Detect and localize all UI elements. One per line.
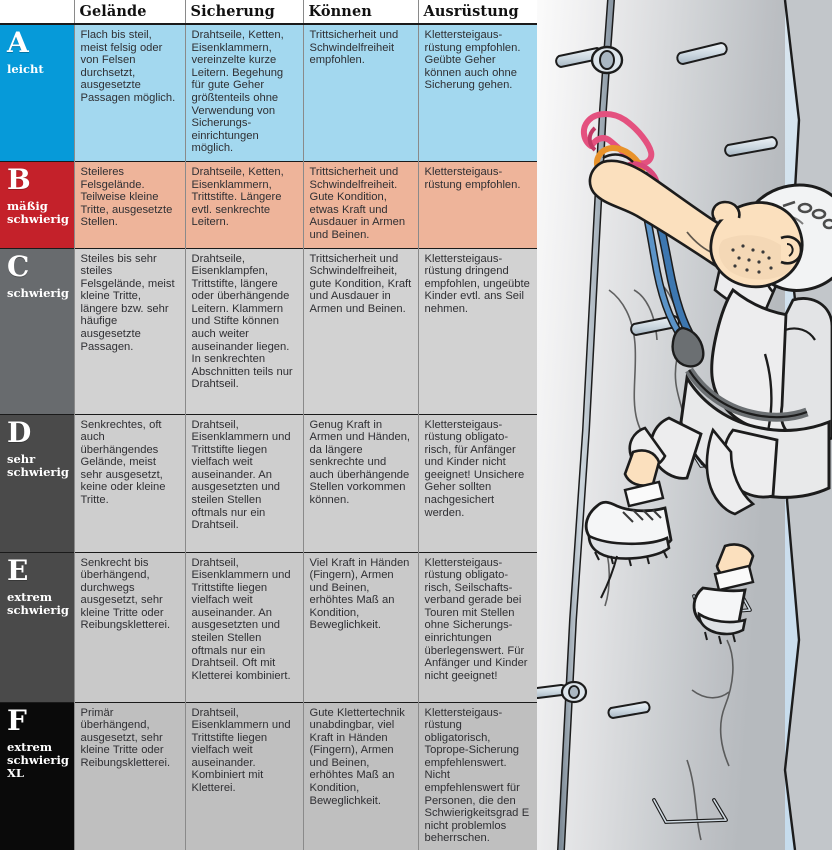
table-header-row: Gelände Sicherung Können Ausrüstung <box>0 0 537 25</box>
via-ferrata-climber-illustration <box>537 0 832 850</box>
boot-sole <box>697 611 747 636</box>
grade-letter: F <box>7 703 27 737</box>
iron-rung <box>724 135 778 158</box>
difficulty-table-panel: Gelände Sicherung Können Ausrüstung A le… <box>0 0 537 850</box>
equipment-cell: Klettersteigaus-rüstung obligatorisch, T… <box>417 701 537 850</box>
grade-letter: E <box>7 553 29 587</box>
beard <box>718 235 791 280</box>
grade-description: leicht <box>7 62 44 76</box>
ability-cell: Genug Kraft in Armen und Händen, da läng… <box>302 413 418 552</box>
grade-letter: B <box>7 162 31 196</box>
cable-anchor-bolt <box>537 680 588 704</box>
grade-letter: D <box>7 415 32 449</box>
beard-stubble <box>731 244 773 274</box>
grade-description: schwierig <box>7 285 69 300</box>
iron-rung <box>607 700 651 720</box>
protection-cell: Drahtseil, Eisenklammern und Trittstifte… <box>184 701 303 850</box>
ear <box>780 235 803 265</box>
boot-tread <box>704 631 736 645</box>
table-header: Gelände Sicherung Können Ausrüstung <box>0 0 537 25</box>
ability-cell: Gute Klettertechnik unabdingbar, viel Kr… <box>302 701 418 850</box>
equipment-cell: Klettersteigaus-rüstung empfohlen. Geübt… <box>417 23 537 162</box>
protection-cell: Drahtseil, Eisenklammern und Trittstifte… <box>184 551 303 702</box>
equipment-cell: Klettersteigaus-rüstung obligato-risch, … <box>417 413 537 552</box>
grade-cell-c: C schwierig <box>0 247 75 414</box>
backpack-strap <box>784 327 816 341</box>
ability-cell: Trittsicherheit und Schwindelfreiheit, g… <box>302 247 418 414</box>
terrain-cell: Flach bis steil, meist felsig oder von F… <box>73 23 185 162</box>
grade-cell-e: E extrem schwierig <box>0 551 75 702</box>
left-sock <box>623 480 665 508</box>
column-header-grade <box>0 0 74 25</box>
grade-cell-d: D sehr schwierig <box>0 413 75 552</box>
protection-cell: Drahtseile, Eisenklampfen, Trittstifte, … <box>184 247 303 414</box>
right-sock <box>713 564 755 592</box>
dangling-lace <box>600 555 618 599</box>
iron-rung <box>676 41 728 66</box>
terrain-cell: Senkrecht bis überhängend, durchwegs aus… <box>73 551 185 702</box>
climber-head <box>709 200 804 289</box>
protection-cell: Drahtseil, Eisenklammern und Trittstifte… <box>184 413 303 552</box>
carabiner <box>581 111 655 167</box>
right-boot <box>692 586 747 645</box>
terrain-cell: Steiles bis sehr steiles Felsgelände, me… <box>73 247 185 414</box>
table-row: B mäßig schwierig Steileres Felsgelände.… <box>0 160 537 248</box>
steel-cable <box>557 0 615 850</box>
ability-cell: Viel Kraft in Händen (Fingern), Armen un… <box>302 551 418 702</box>
ability-cell: Trittsicherheit und Schwindelfreiheit. G… <box>302 160 418 248</box>
lanyard-knot <box>671 326 705 368</box>
grade-cell-f: F extrem schwierig XL <box>0 701 75 850</box>
ability-cell: Trittsicherheit und Schwindelfreiheit em… <box>302 23 418 162</box>
nose <box>711 200 741 221</box>
column-header-sicherung: Sicherung <box>184 0 303 25</box>
table-body: A leicht Flach bis steil, meist felsig o… <box>0 23 537 850</box>
grade-cell-a: A leicht <box>0 23 75 162</box>
grade-letter: C <box>7 249 30 283</box>
terrain-cell: Primär überhängend, ausgesetzt, sehr kle… <box>73 701 185 850</box>
grade-description: mäßig schwierig <box>7 198 69 226</box>
helmet-vents <box>782 200 832 230</box>
grade-cell-b: B mäßig schwierig <box>0 160 75 248</box>
column-header-koennen: Können <box>302 0 418 25</box>
via-ferrata-difficulty-table: Gelände Sicherung Können Ausrüstung A le… <box>0 0 537 850</box>
left-boot <box>584 500 673 567</box>
boot-tread <box>594 549 668 567</box>
table-row: C schwierig Steiles bis sehr steiles Fel… <box>0 247 537 414</box>
equipment-cell: Klettersteigaus-rüstung empfohlen. <box>417 160 537 248</box>
grade-description: extrem schwierig XL <box>7 739 69 780</box>
column-header-gelaende: Gelände <box>73 0 185 25</box>
table-row: A leicht Flach bis steil, meist felsig o… <box>0 23 537 162</box>
right-calf <box>705 427 756 516</box>
table-row: E extrem schwierig Senkrecht bis überhän… <box>0 551 537 702</box>
grade-description: sehr schwierig <box>7 451 69 479</box>
table-row: F extrem schwierig XL Primär überhängend… <box>0 701 537 850</box>
terrain-cell: Steileres Felsgelände. Teilweise kleine … <box>73 160 185 248</box>
column-header-ausruestung: Ausrüstung <box>417 0 537 25</box>
cable-anchor-bolt <box>555 45 624 75</box>
equipment-cell: Klettersteigaus-rüstung obligato-risch, … <box>417 551 537 702</box>
terrain-cell: Senkrechtes, oft auch überhängendes Gelä… <box>73 413 185 552</box>
boot-laces <box>622 509 662 523</box>
protection-cell: Drahtseile, Ketten, Eisenklammern, Tritt… <box>184 160 303 248</box>
equipment-cell: Klettersteigaus-rüstung dringend empfohl… <box>417 247 537 414</box>
boot-sole <box>587 533 671 560</box>
protection-cell: Drahtseile, Ketten, Eisenklammern, verei… <box>184 23 303 162</box>
climber-scene-svg <box>537 0 832 850</box>
grade-letter: A <box>7 26 29 59</box>
grade-description: extrem schwierig <box>7 589 69 617</box>
iron-rung-u <box>652 798 728 824</box>
table-row: D sehr schwierig Senkrechtes, oft auch ü… <box>0 413 537 552</box>
